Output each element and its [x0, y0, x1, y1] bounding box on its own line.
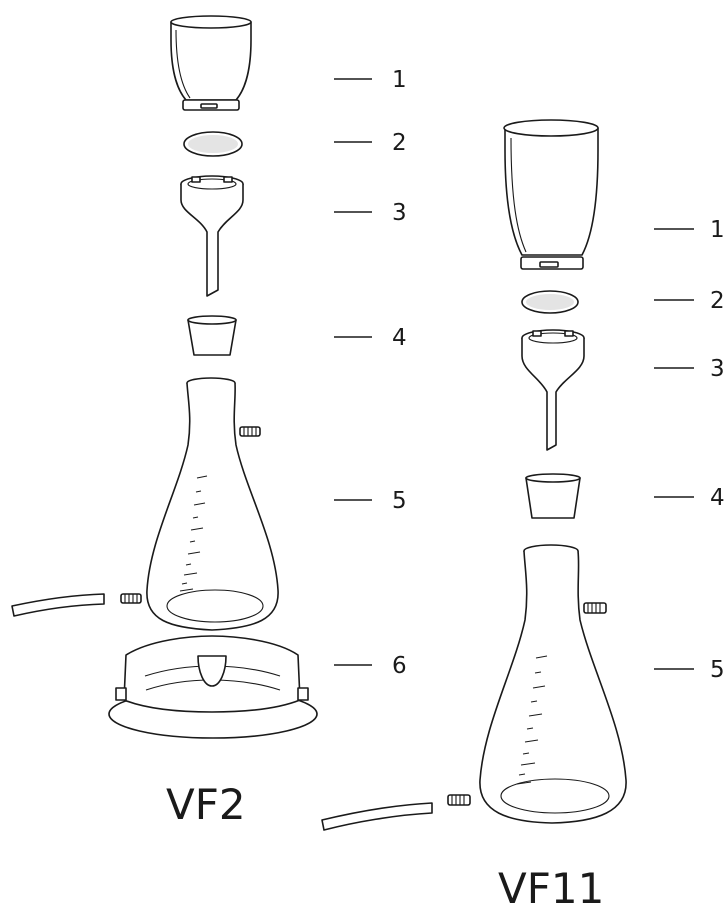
vf2-label-1: 1	[392, 67, 407, 93]
vf2-label-6: 6	[392, 653, 407, 679]
vf2-buchner-flask	[11, 377, 279, 631]
vf11-label-5: 5	[710, 657, 725, 683]
vf2-label-2: 2	[392, 130, 407, 156]
vf11-leaders: 1 2 3 4 5	[654, 217, 725, 683]
vf2-flask-stand	[108, 635, 318, 739]
vf2-funnel-base	[180, 175, 244, 297]
vf11-buchner-flask	[321, 544, 627, 831]
vf2-filter-membrane	[183, 131, 243, 157]
vf2-assembly: 1 2 3 4 5 6 VF2	[11, 15, 407, 829]
vf11-filter-membrane	[521, 290, 579, 314]
vf11-label-2: 2	[710, 288, 725, 314]
vf2-rubber-stopper	[187, 315, 237, 356]
vf2-label-4: 4	[392, 325, 407, 351]
vf2-label-3: 3	[392, 200, 407, 226]
vf11-assembly: 1 2 3 4 5 VF11	[321, 119, 725, 910]
vf11-label-1: 1	[710, 217, 725, 243]
vf2-label-5: 5	[392, 488, 407, 514]
vf11-filter-cup	[503, 119, 599, 270]
vf2-filter-cup	[170, 15, 252, 111]
vf11-label-3: 3	[710, 356, 725, 382]
vf11-funnel-base	[521, 329, 585, 451]
vf11-rubber-stopper	[525, 473, 581, 519]
vf11-title: VF11	[498, 864, 604, 910]
vf2-title: VF2	[166, 780, 246, 829]
vf11-label-4: 4	[710, 485, 725, 511]
vf2-leaders: 1 2 3 4 5 6	[334, 67, 407, 679]
